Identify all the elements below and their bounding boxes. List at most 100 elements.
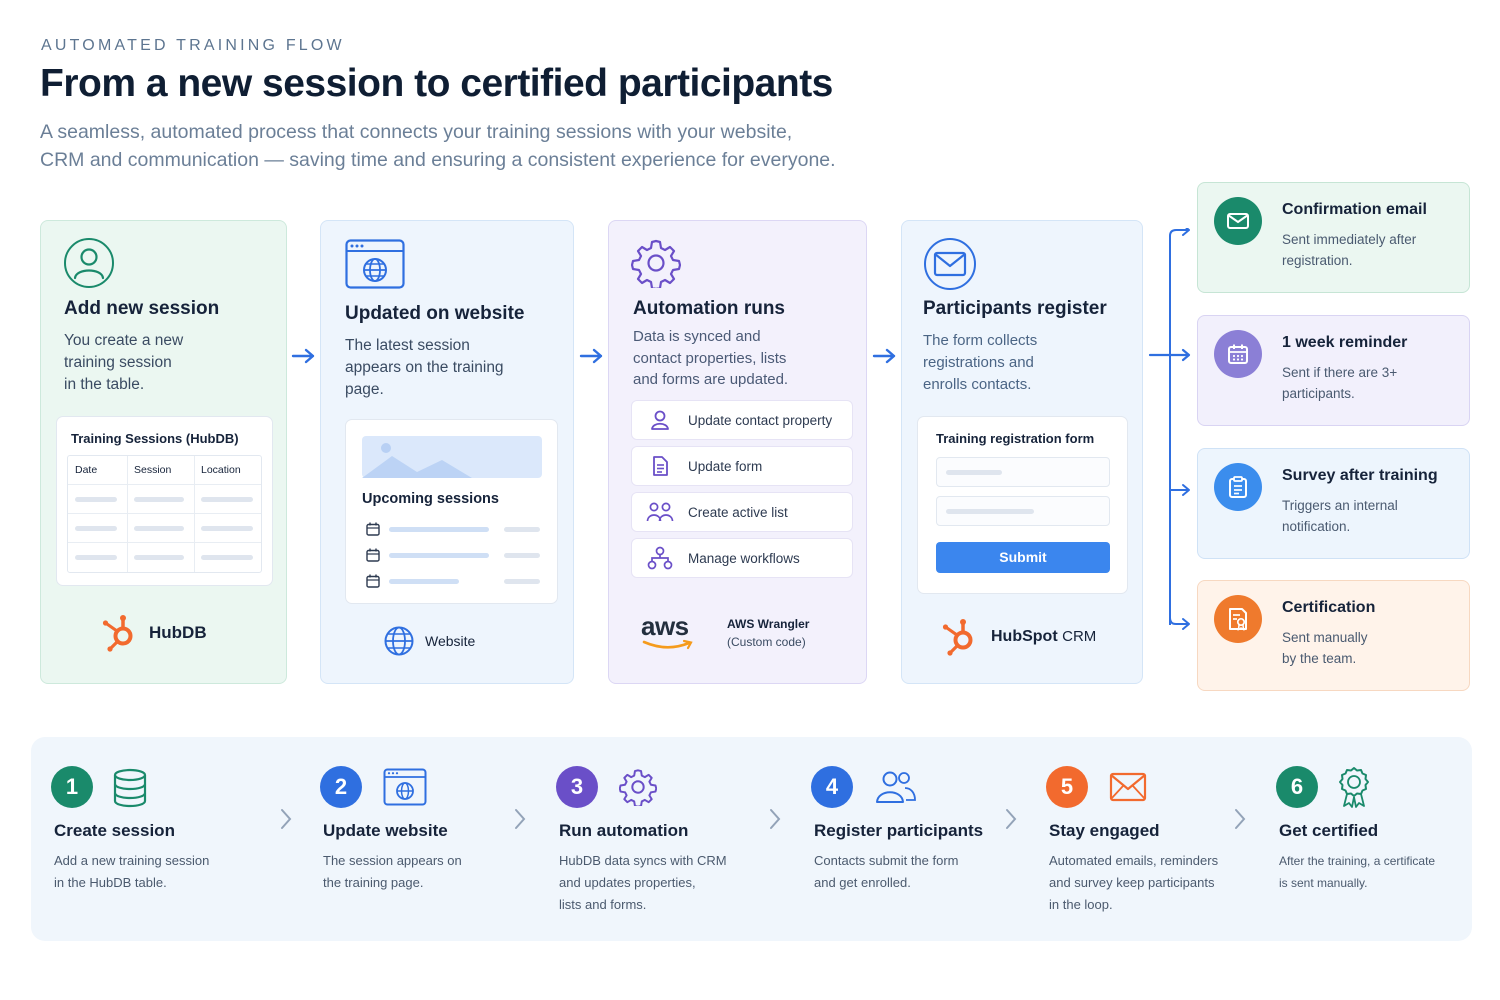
table-header: Date — [75, 464, 98, 476]
outcome-icon-circle — [1214, 595, 1262, 643]
clipboard-icon — [1229, 476, 1247, 498]
form-field-name[interactable] — [936, 457, 1110, 487]
gear-icon — [619, 769, 657, 806]
eyebrow-label: AUTOMATED TRAINING FLOW — [41, 37, 345, 54]
desc-line: Sent if there are 3+ — [1282, 365, 1398, 380]
outcome-title: Certification — [1282, 599, 1376, 616]
card-add-session: Add new session You create a new trainin… — [40, 220, 287, 684]
panel-title: Upcoming sessions — [362, 491, 499, 507]
desc-line: contact properties, lists — [633, 349, 787, 367]
calendar-icon — [366, 574, 380, 588]
subtitle-line: CRM and communication — saving time and … — [40, 149, 836, 171]
registration-form-preview: Training registration form Submit — [917, 416, 1128, 594]
step-number: 2 — [320, 766, 362, 808]
table-cell-placeholder — [134, 526, 184, 531]
desc-line: The form collects — [923, 332, 1038, 349]
desc-line: registrations and — [923, 354, 1034, 371]
step-title: Stay engaged — [1049, 821, 1160, 840]
action-label: Manage workflows — [688, 550, 800, 566]
subtitle-line: A seamless, automated process that conne… — [40, 121, 793, 143]
form-title: Training registration form — [936, 431, 1095, 446]
desc-line: and get enrolled. — [814, 875, 911, 890]
card-description: The latest session appears on the traini… — [345, 335, 504, 401]
session-line-placeholder — [504, 579, 540, 584]
page-subtitle: A seamless, automated process that conne… — [40, 118, 940, 174]
desc-line: lists and forms. — [559, 897, 647, 912]
document-icon — [653, 456, 668, 476]
session-line-placeholder — [504, 553, 540, 558]
workflow-icon — [647, 546, 673, 570]
step-number: 1 — [51, 766, 93, 808]
outcome-icon-circle — [1214, 463, 1262, 511]
outcome-icon-circle — [1214, 197, 1262, 245]
step-number: 4 — [811, 766, 853, 808]
hubspot-sprocket-icon — [942, 619, 973, 656]
table-cell-placeholder — [201, 526, 253, 531]
brand-name: HubSpot — [991, 628, 1058, 645]
desc-line: Sent immediately after — [1282, 232, 1417, 247]
desc-line: The latest session — [345, 337, 470, 354]
aws-logo: aws — [641, 611, 697, 653]
browser-globe-icon — [383, 768, 427, 806]
card-automation: Automation runs Data is synced and conta… — [608, 220, 867, 684]
action-label: Create active list — [688, 504, 788, 520]
chevron-right-icon — [281, 809, 292, 829]
desc-line: Sent manually — [1282, 630, 1368, 645]
table-cell-placeholder — [75, 526, 117, 531]
arrow-right-icon — [579, 348, 603, 364]
desc-line: participants. — [1282, 386, 1355, 401]
card-title: Add new session — [64, 298, 220, 319]
form-field-email[interactable] — [936, 496, 1110, 526]
outcome-icon-circle — [1214, 330, 1262, 378]
award-badge-icon — [1339, 767, 1369, 808]
action-label: Update form — [688, 458, 763, 474]
hubdb-table-preview: Training Sessions (HubDB) Date Session L… — [56, 416, 273, 586]
desc-line: notification. — [1282, 519, 1351, 534]
browser-globe-icon — [345, 239, 405, 289]
desc-line: The session appears on — [323, 853, 462, 868]
action-label: Update contact property — [688, 412, 833, 428]
submit-button[interactable]: Submit — [936, 542, 1110, 573]
user-icon — [651, 410, 669, 430]
action-create-active-list: Create active list — [631, 492, 853, 532]
table-cell-placeholder — [75, 555, 117, 560]
step-title: Get certified — [1279, 821, 1379, 840]
table-cell-placeholder — [134, 555, 184, 560]
table-title: Training Sessions (HubDB) — [71, 431, 239, 446]
outcome-title: Confirmation email — [1282, 201, 1427, 218]
step-title: Run automation — [559, 821, 689, 840]
table-cell-placeholder — [201, 497, 253, 502]
calendar-icon — [1228, 344, 1248, 364]
step-description: HubDB data syncs with CRM and updates pro… — [559, 850, 749, 916]
brand-name: AWS Wrangler — [727, 617, 810, 631]
action-manage-workflows: Manage workflows — [631, 538, 853, 578]
steps-panel: 1 Create session Add a new training sess… — [31, 737, 1472, 941]
outcome-title: 1 week reminder — [1282, 334, 1408, 351]
card-description: The form collects registrations and enro… — [923, 330, 1037, 396]
desc-line: and updates properties, — [559, 875, 696, 890]
envelope-icon — [1227, 213, 1249, 229]
brand-subtitle: CRM — [1062, 628, 1097, 645]
step-title: Create session — [54, 821, 175, 840]
desc-line: HubDB data syncs with CRM — [559, 853, 727, 868]
desc-line: by the team. — [1282, 651, 1357, 666]
session-line-placeholder — [389, 553, 489, 558]
step-title: Update website — [323, 821, 448, 840]
users-group-icon — [646, 502, 674, 522]
sessions-table: Date Session Location — [67, 455, 262, 573]
desc-line: You create a new — [64, 332, 184, 349]
aws-brand: aws AWS Wrangler (Custom code) — [641, 611, 810, 653]
chevron-right-icon — [770, 809, 781, 829]
desc-line: Contacts submit the form — [814, 853, 959, 868]
step-number: 3 — [556, 766, 598, 808]
outcome-survey: Survey after training Triggers an intern… — [1197, 448, 1470, 559]
desc-line: is sent manually. — [1279, 876, 1368, 890]
table-cell-placeholder — [201, 555, 253, 560]
desc-line: in the HubDB table. — [54, 875, 167, 890]
envelope-icon — [1109, 772, 1147, 802]
certificate-icon — [1229, 608, 1247, 631]
card-website: Updated on website The latest session ap… — [320, 220, 574, 684]
